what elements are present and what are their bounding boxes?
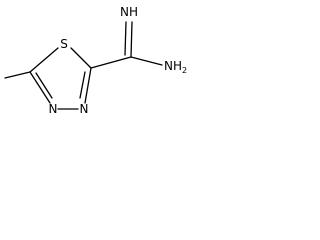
bond-n3-c2 — [84, 67, 92, 104]
chemical-structure: S N N NH NH2 — [4, 5, 187, 116]
atom-label-nitrogen-right: N — [80, 102, 89, 116]
bond-lines — [4, 21, 163, 110]
bond-imine — [130, 21, 133, 58]
atom-label-sulfur: S — [60, 37, 68, 51]
bond-c5-n4 — [29, 71, 51, 104]
amine-subscript: 2 — [182, 66, 187, 75]
bond-c2-amidine — [90, 56, 132, 69]
bond-c5-n4-double — [35, 72, 53, 99]
atom-label-imine: NH — [120, 5, 138, 19]
bond-imine-double — [124, 21, 127, 56]
bond-n3-c2-double — [79, 71, 86, 99]
bond-amine — [130, 56, 163, 66]
bond-c5-s — [29, 47, 59, 73]
bond-s-c2 — [70, 47, 92, 69]
atom-label-nitrogen-left: N — [49, 102, 58, 116]
amine-nh: NH — [164, 59, 182, 73]
atom-label-amine: NH2 — [164, 59, 187, 75]
bond-methyl — [4, 71, 31, 79]
